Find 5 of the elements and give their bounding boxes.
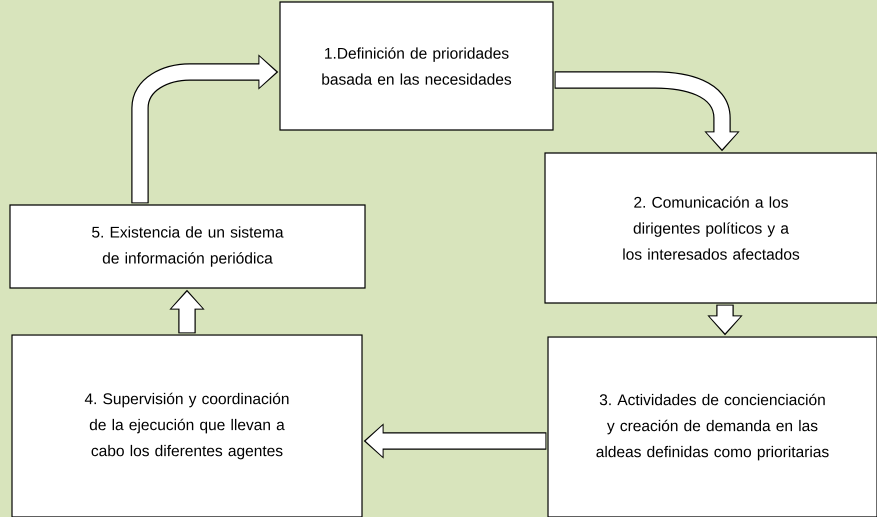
process-box: 2. Comunicación a los dirigentes políticos y a los interesados afectados (544, 152, 877, 304)
process-box: 3. Actividades de concienciación y creación de demanda en las aldeas definidas como prioritarias (547, 336, 877, 517)
process-box: 5. Existencia de un sistema de información periódica (9, 204, 366, 289)
process-box: 4. Supervisión y coordinación de la ejecución que llevan a cabo los diferentes agentes (11, 334, 363, 517)
process-box: 1.Definición de prioridades basada en las necesidades (279, 1, 554, 131)
